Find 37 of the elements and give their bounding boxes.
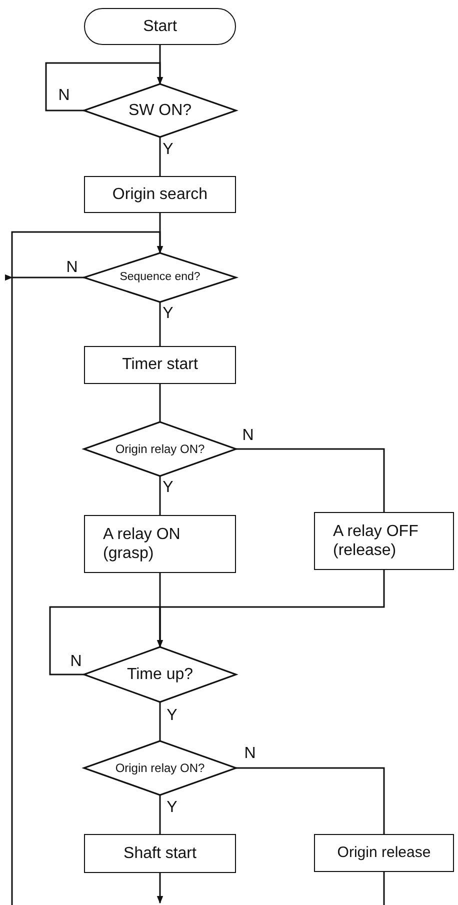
- decision-text: Origin relay ON?: [115, 760, 205, 776]
- flow-line: [383, 872, 385, 905]
- process-text: Shaft start: [124, 844, 196, 864]
- flow-line: [159, 384, 161, 422]
- decision-diamond: [84, 647, 236, 702]
- process-text: Origin release: [337, 844, 431, 862]
- terminal-shape: [84, 8, 236, 45]
- flow-arrow: [45, 62, 164, 112]
- flow-line: [159, 476, 161, 515]
- process-text: A relay ON (grasp): [103, 524, 182, 564]
- decision-text: Time up?: [126, 664, 194, 684]
- flow-line: [236, 448, 385, 512]
- terminal-text: Start: [143, 16, 177, 36]
- process-box: [84, 346, 236, 384]
- decision-diamond: [84, 84, 236, 137]
- process-text: Origin search: [112, 184, 208, 204]
- decision-diamond: [84, 422, 236, 476]
- process-box: [84, 834, 236, 873]
- flow-line: [236, 767, 385, 834]
- process-box: [84, 176, 236, 213]
- process-text: Timer start: [122, 355, 198, 375]
- process-box: [314, 834, 454, 872]
- decision-text: Sequence end?: [120, 270, 200, 284]
- decision-text: SW ON?: [128, 100, 192, 120]
- flow-arrow: [49, 606, 164, 676]
- flow-arrow: [11, 231, 164, 905]
- flow-arrow: [156, 873, 164, 904]
- flow-line: [159, 702, 161, 741]
- process-box: [314, 512, 454, 570]
- decision-diamond: [84, 741, 236, 795]
- flow-line: [159, 795, 161, 834]
- decision-text: Origin relay ON?: [115, 442, 205, 456]
- process-box: [84, 515, 236, 573]
- flow-line: [159, 302, 161, 346]
- flow-line: [159, 137, 161, 176]
- process-text: A relay OFF (release): [333, 522, 420, 560]
- decision-diamond: [84, 253, 236, 302]
